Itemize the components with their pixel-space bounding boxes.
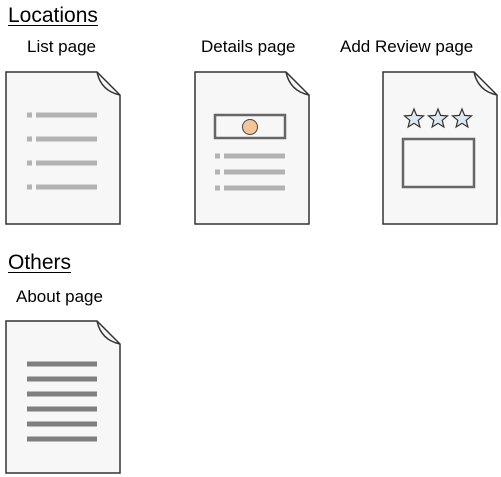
details-photo-circle bbox=[242, 119, 258, 135]
details-photo-frame bbox=[213, 113, 287, 140]
list-page-icon bbox=[5, 71, 121, 225]
details-page-label: Details page bbox=[201, 37, 296, 56]
details-lines bbox=[215, 153, 285, 191]
section-title-others: Others bbox=[8, 251, 72, 274]
section-title-locations: Locations bbox=[8, 4, 98, 27]
star-icon bbox=[402, 107, 426, 129]
star-icon bbox=[426, 107, 450, 129]
add-review-page-label: Add Review page bbox=[340, 37, 474, 56]
about-page-icon bbox=[5, 320, 121, 474]
star-icon bbox=[450, 107, 474, 129]
review-text-box bbox=[401, 137, 476, 189]
details-page-icon bbox=[194, 71, 310, 225]
about-page-label: About page bbox=[16, 287, 103, 306]
list-lines bbox=[27, 112, 97, 190]
about-text-lines bbox=[27, 361, 97, 442]
rating-stars bbox=[402, 107, 474, 129]
list-page-label: List page bbox=[27, 37, 96, 56]
add-review-page-icon bbox=[382, 71, 498, 225]
